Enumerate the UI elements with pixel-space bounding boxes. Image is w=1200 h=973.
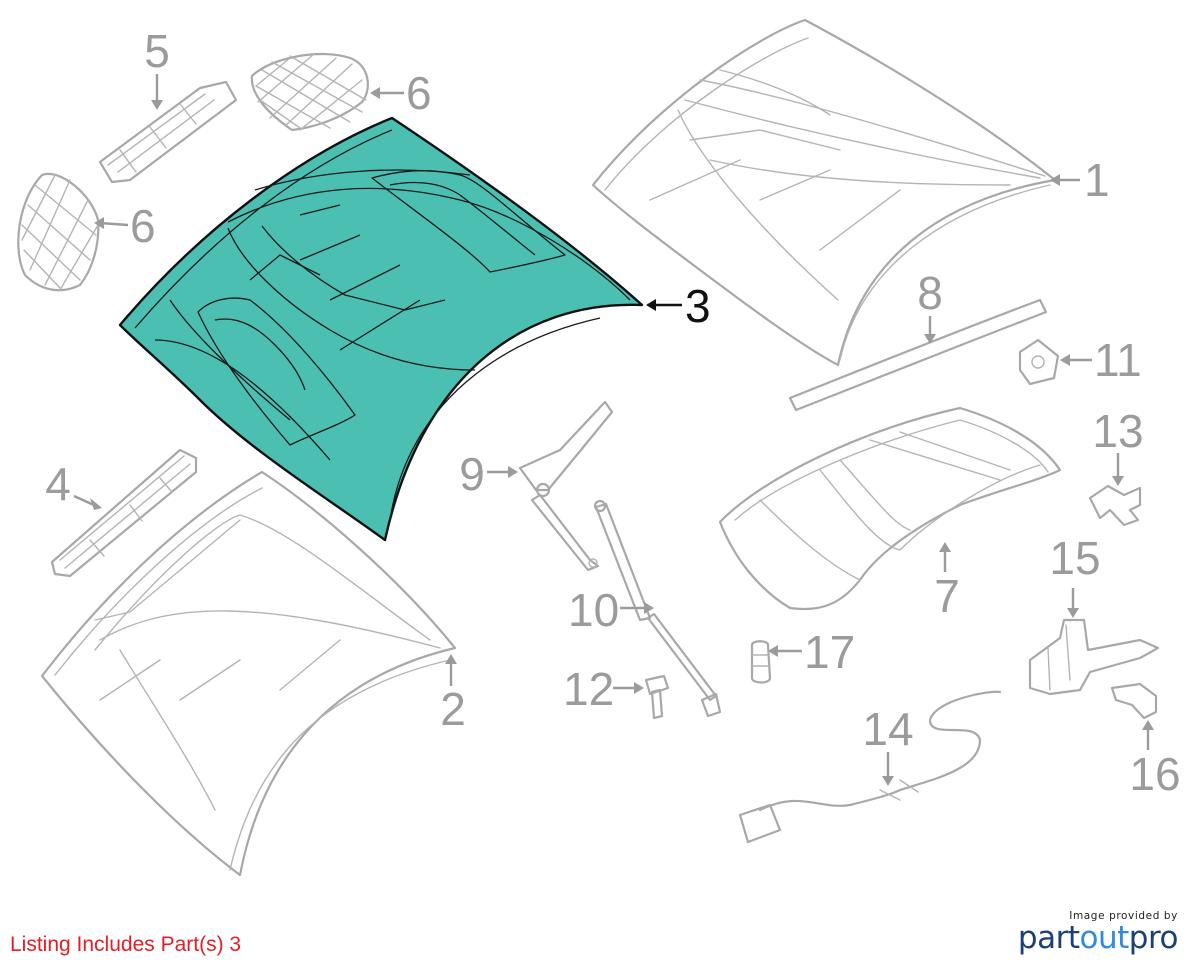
brand-out: out (1079, 920, 1130, 956)
callout-14: 13 (1092, 405, 1143, 457)
part-13-release-cable (738, 690, 1002, 844)
part-6-grille-lower (17, 172, 100, 292)
brand-pro: pro (1128, 920, 1179, 956)
part-7-insulator (718, 406, 1062, 611)
callout-5: 4 (45, 458, 71, 510)
callout-3: 3 (685, 280, 711, 332)
partoutpro-logo: partoutpro (1017, 920, 1179, 956)
callout-13: 14 (862, 703, 913, 755)
callout-17: 17 (804, 626, 855, 678)
part-6-grille-upper (250, 52, 369, 132)
part-15-latch (1028, 618, 1160, 696)
part-12-clip (1018, 338, 1060, 386)
part-11-bolt (644, 674, 670, 720)
part-14-clip (1088, 484, 1142, 527)
part-4-vent-insert (98, 80, 238, 184)
listing-includes-text: Listing Includes Part(s) 3 (10, 933, 242, 956)
part-3-hood-highlighted (118, 116, 644, 542)
part-2-hood (40, 470, 457, 877)
callout-10: 10 (568, 584, 619, 636)
callout-1: 1 (1084, 154, 1110, 206)
callout-9: 9 (459, 448, 485, 500)
callout-leaders (73, 74, 1154, 786)
callout-12: 11 (1094, 334, 1142, 386)
part-16-bolt (1110, 682, 1158, 720)
callout-16: 16 (1129, 748, 1180, 800)
brand-part: part (1017, 920, 1080, 956)
part-1-hood-skin (591, 18, 1057, 367)
callout-6-lower: 6 (130, 200, 156, 252)
part-9-hinge (518, 400, 614, 572)
part-8-weatherstrip (788, 298, 1048, 412)
callout-15: 15 (1049, 532, 1100, 584)
callout-2: 2 (440, 683, 466, 735)
callout-7: 7 (934, 570, 960, 622)
part-10-strut (593, 499, 722, 718)
image-credit: Image provided by partoutpro (1017, 910, 1179, 956)
callout-4: 5 (144, 25, 170, 77)
part-17-bumper (750, 640, 772, 684)
callout-6-upper: 6 (406, 67, 432, 119)
part-5-vent-insert (50, 448, 198, 578)
callout-8: 8 (917, 267, 943, 319)
callout-11: 12 (563, 663, 614, 715)
credit-line: Image provided by (1069, 910, 1178, 922)
